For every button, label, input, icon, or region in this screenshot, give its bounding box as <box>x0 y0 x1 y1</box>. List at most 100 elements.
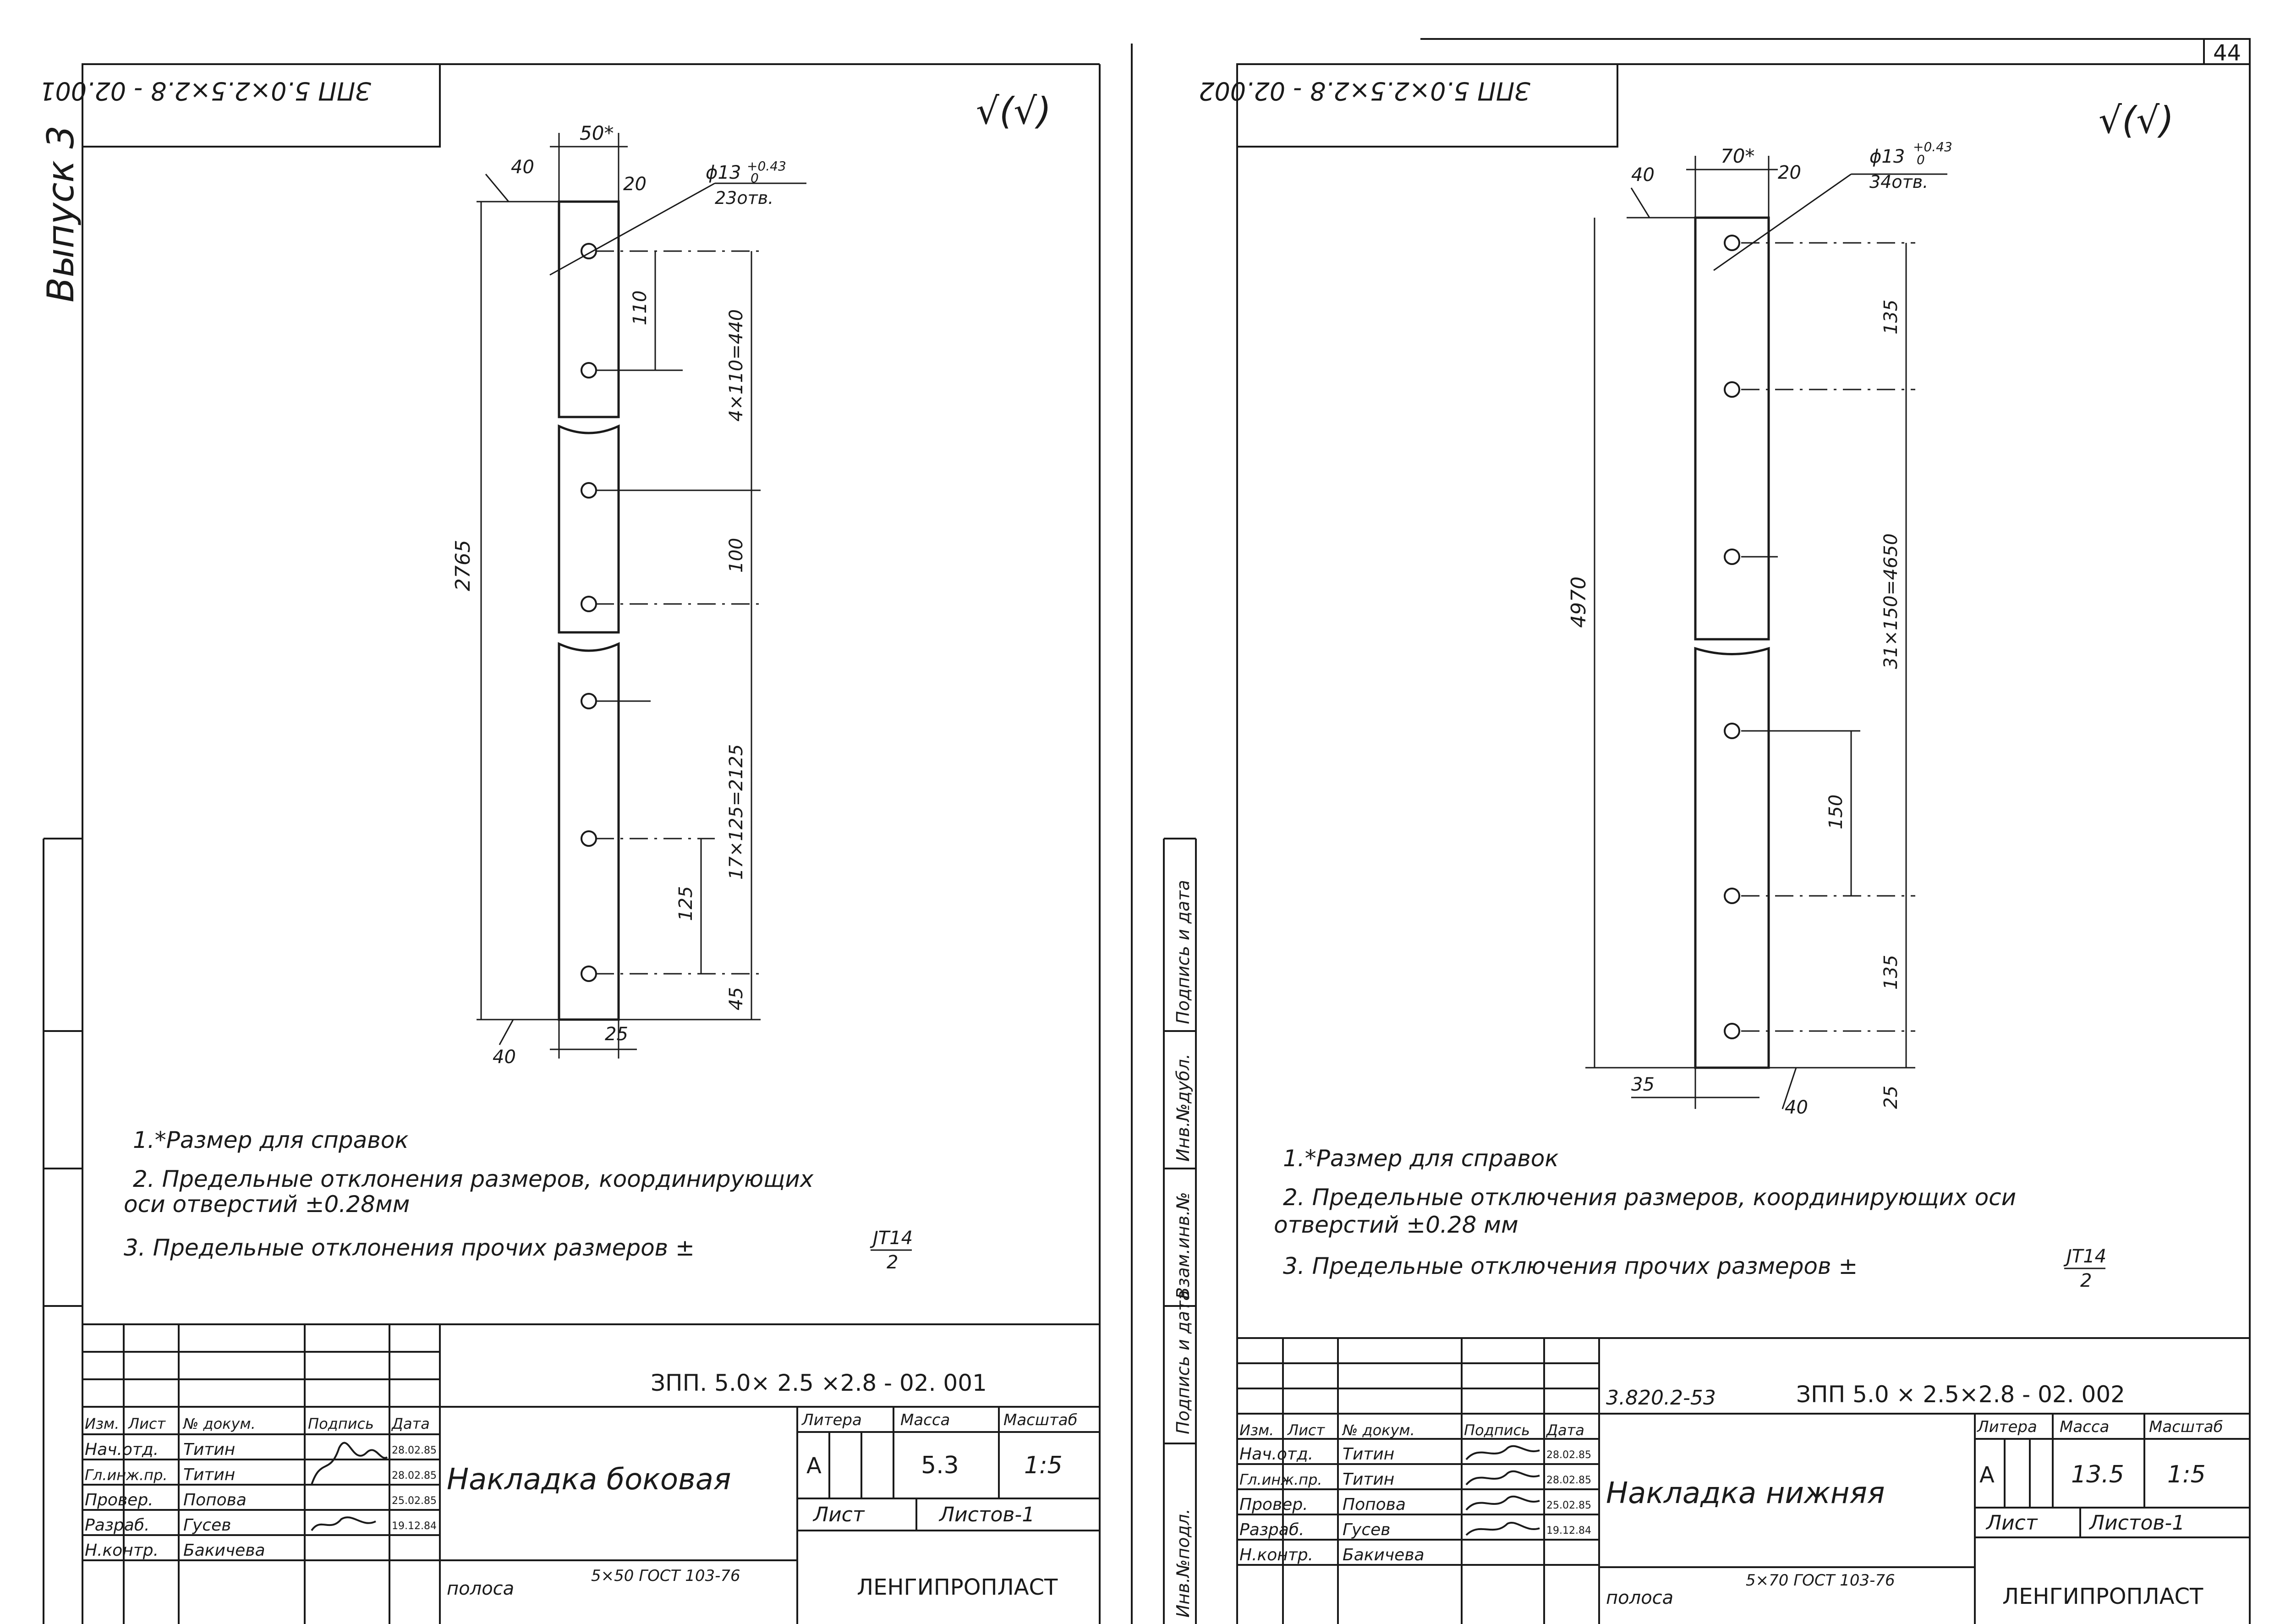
right-note-2b: отверстий ±0.28 мм <box>1274 1212 1518 1238</box>
left-row-name: Бакичева <box>183 1541 265 1560</box>
right-signature <box>1465 1445 1540 1460</box>
right-dimension-texts: 70* 40 20 ϕ13 +0.43 0 34отв. 4970 135 31… <box>1567 139 1952 1118</box>
left-title-block: ЗПП. 5.0× 2.5 ×2.8 - 02. 001 Накладка бо… <box>85 1370 1078 1600</box>
left-litera-label: Литера <box>801 1411 862 1429</box>
right-sheet-label: Лист <box>1985 1511 2038 1535</box>
left-row-name: Попова <box>183 1491 247 1509</box>
right-header-list: Лист <box>1287 1421 1325 1439</box>
left-holes <box>581 243 597 982</box>
left-row-name: Титин <box>183 1440 235 1459</box>
right-row-role: Нач.отд. <box>1239 1445 1313 1464</box>
right-dimension-lines <box>1585 156 1947 1109</box>
left-part <box>558 200 620 1021</box>
right-side-labels: Инв.№подл. Подпись и дата Взам.инв.№ Инв… <box>1173 880 1193 1618</box>
right-row-date: 28.02.85 <box>1546 1475 1591 1486</box>
right-dim-chamfer-top: 40 <box>1631 165 1655 186</box>
left-roughness: √(√) <box>976 90 1051 132</box>
right-dim-31x150: 31×150=4650 <box>1880 533 1902 669</box>
right-dim-135-bottom: 135 <box>1880 955 1902 990</box>
left-dimension-lines <box>477 133 806 1059</box>
left-header-list: Лист <box>128 1415 166 1432</box>
left-signature <box>311 1442 388 1485</box>
left-it-num: JT14 <box>870 1228 913 1249</box>
right-scale: 1:5 <box>2167 1461 2206 1488</box>
side-label: Инв.№дубл. <box>1173 1053 1193 1162</box>
right-note-1: 1.*Размер для справок <box>1283 1145 1559 1172</box>
right-note-2: 2. Предельные отключения размеров, коорд… <box>1283 1184 2016 1211</box>
right-row-date: 25.02.85 <box>1546 1500 1591 1511</box>
vypusk-label: Выпуск 3 <box>39 126 82 302</box>
left-dim-25: 25 <box>605 1024 628 1045</box>
left-header-date: Дата <box>391 1415 430 1432</box>
right-note-3: 3. Предельные отключения прочих размеров… <box>1283 1253 1858 1279</box>
left-dim-17x125: 17×125=2125 <box>726 744 747 880</box>
right-stamp-top: ЗПП 5.0×2.5×2.8 - 02.002 <box>1199 77 1530 105</box>
right-it-num: JT14 <box>2063 1246 2106 1267</box>
right-dim-length: 4970 <box>1567 576 1590 628</box>
right-roughness: √(√) <box>2099 99 2174 142</box>
right-hole-tol-lower: 0 <box>1917 152 1925 167</box>
left-hole-tol: +0.43 <box>747 159 786 174</box>
right-row-name: Титин <box>1343 1445 1394 1464</box>
left-row-date: 25.02.85 <box>392 1495 437 1507</box>
left-dim-chamfer-bottom: 40 <box>493 1047 516 1068</box>
right-hole-tol: +0.43 <box>1913 139 1952 154</box>
left-row-role: Провер. <box>85 1491 153 1509</box>
left-sheets-label: Листов-1 <box>938 1503 1035 1526</box>
left-hole-spec: ϕ13 <box>706 162 741 183</box>
left-dim-chamfer-top: 40 <box>511 157 534 178</box>
right-title-block-grid <box>1237 1337 2250 1624</box>
right-mass-label: Масса <box>2060 1418 2109 1436</box>
right-notes: 1.*Размер для справок 2. Предельные откл… <box>1274 1145 2106 1291</box>
right-litera: А <box>1979 1462 1995 1488</box>
right-row-name: Гусев <box>1343 1520 1391 1539</box>
left-sheet-label: Лист <box>812 1503 865 1526</box>
right-row-date: 19.12.84 <box>1546 1525 1591 1536</box>
right-dim-25: 25 <box>1880 1086 1902 1109</box>
side-label: Инв.№подл. <box>1173 1509 1193 1618</box>
left-litera: А <box>806 1453 822 1479</box>
left-scale: 1:5 <box>1024 1452 1063 1479</box>
right-litera-label: Литера <box>1976 1418 2037 1436</box>
right-row-role: Н.контр. <box>1239 1546 1313 1564</box>
left-stamp-top: ЗПП 5.0×2.5×2.8 - 02.001 <box>39 77 371 105</box>
left-scale-label: Масштаб <box>1003 1411 1078 1429</box>
left-sheet <box>43 44 1133 1624</box>
left-notes: 1.*Размер для справок 2. Предельные откл… <box>124 1127 913 1273</box>
left-row-role: Нач.отд. <box>85 1440 159 1459</box>
left-org: ЛЕНГИПРОПЛАСТ <box>857 1575 1058 1600</box>
left-header-sign: Подпись <box>308 1415 374 1432</box>
right-holes <box>1724 235 1740 1039</box>
left-signature <box>311 1516 376 1531</box>
left-row-role: Н.контр. <box>85 1541 159 1560</box>
left-note-3: 3. Предельные отклонения прочих размеров… <box>124 1234 695 1261</box>
left-row-name: Титин <box>183 1465 235 1484</box>
left-row-role: Разраб. <box>85 1516 149 1535</box>
left-dim-length: 2765 <box>451 540 475 591</box>
side-label: Взам.инв.№ <box>1173 1192 1193 1299</box>
left-note-1: 1.*Размер для справок <box>133 1127 409 1153</box>
right-dim-width: 70* <box>1721 145 1754 167</box>
right-row-name: Бакичева <box>1343 1546 1425 1564</box>
left-row-role: Гл.инж.пр. <box>85 1466 168 1484</box>
left-mass-label: Масса <box>900 1411 950 1429</box>
right-mass: 13.5 <box>2071 1461 2124 1488</box>
right-header-doc: № докум. <box>1342 1421 1415 1439</box>
right-row-name: Титин <box>1343 1470 1394 1489</box>
left-dim-125: 125 <box>675 886 696 921</box>
left-dim-100: 100 <box>726 538 747 573</box>
right-material-spec: 5×70 ГОСТ 103-76 <box>1746 1571 1895 1590</box>
right-dim-chamfer-bottom: 40 <box>1785 1097 1808 1118</box>
right-series: 3.820.2-53 <box>1606 1386 1716 1410</box>
left-dim-110: 110 <box>630 291 651 325</box>
left-title-block-grid <box>82 1323 1100 1624</box>
right-header-izm: Изм. <box>1239 1421 1274 1439</box>
right-sheets-label: Листов-1 <box>2088 1511 2185 1535</box>
right-row-role: Гл.инж.пр. <box>1239 1471 1322 1488</box>
left-header-doc: № докум. <box>182 1415 256 1432</box>
left-part-name: Накладка боковая <box>447 1463 731 1497</box>
page-number: 44 <box>2213 40 2241 66</box>
right-header-date: Дата <box>1546 1421 1584 1439</box>
left-row-name: Гусев <box>183 1516 231 1535</box>
